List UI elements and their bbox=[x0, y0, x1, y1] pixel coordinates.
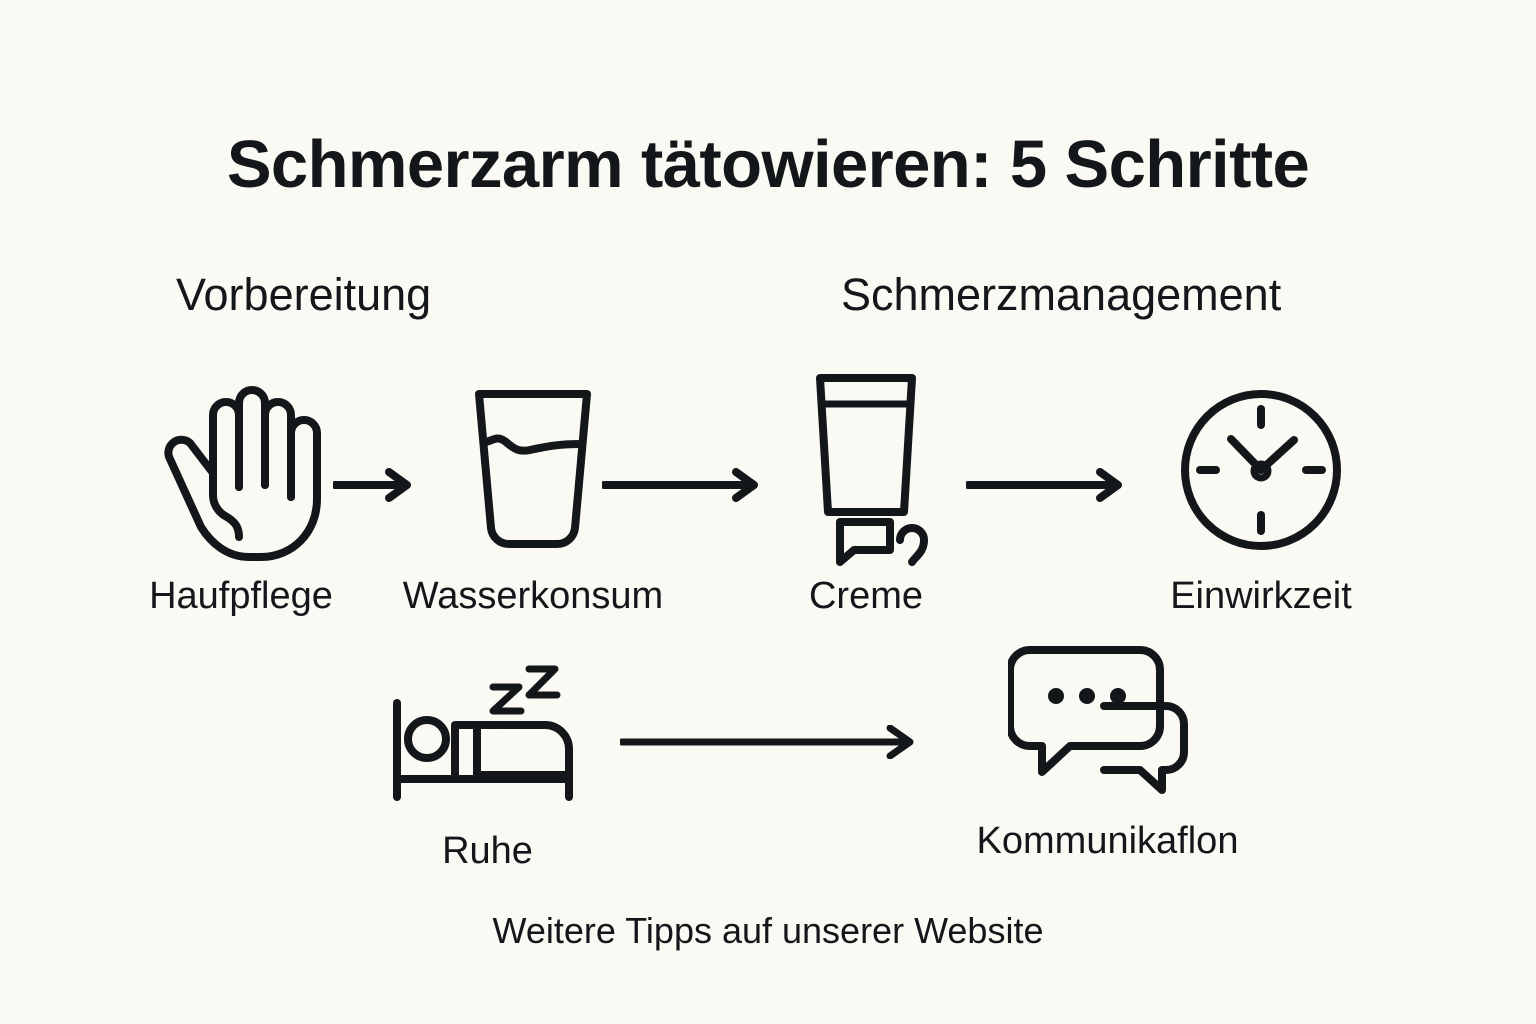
step-creme: Creme bbox=[760, 374, 972, 617]
step-label-ruhe: Ruhe bbox=[442, 830, 533, 872]
step-hautpflege: Haufpflege bbox=[135, 375, 347, 615]
bed-sleep-icon bbox=[380, 650, 595, 820]
hand-icon bbox=[135, 375, 347, 565]
arrow-icon-3 bbox=[966, 468, 1128, 502]
water-glass-icon bbox=[393, 375, 673, 565]
arrow-icon-2 bbox=[602, 468, 764, 502]
step-ruhe: Ruhe bbox=[380, 650, 595, 870]
step-label-creme: Creme bbox=[808, 575, 924, 617]
arrow-icon-4 bbox=[620, 725, 920, 759]
step-kommunikation: Kommunikaflon bbox=[945, 640, 1270, 860]
step-label-kommunikation: Kommunikaflon bbox=[976, 820, 1239, 862]
section-heading-vorbereitung: Vorbereitung bbox=[176, 269, 432, 320]
step-label-einwirkzeit: Einwirkzeit bbox=[1170, 575, 1352, 617]
section-heading-schmerzmanagement: Schmerzmanagement bbox=[841, 269, 1282, 320]
sleep-letters bbox=[489, 665, 560, 715]
footer-text: Weitere Tipps auf unserer Website bbox=[492, 910, 1044, 951]
speech-bubbles-icon bbox=[945, 640, 1270, 810]
cream-tube-icon bbox=[760, 374, 972, 566]
step-wasserkonsum: Wasserkonsum bbox=[393, 375, 673, 615]
step-label-hautpflege: Haufpflege bbox=[149, 575, 333, 617]
step-einwirkzeit: Einwirkzeit bbox=[1152, 375, 1370, 615]
step-label-wasserkonsum: Wasserkonsum bbox=[402, 575, 664, 617]
clock-icon bbox=[1152, 375, 1370, 565]
page-title: Schmerzarm tätowieren: 5 Schritte bbox=[226, 126, 1310, 202]
arrow-icon-1 bbox=[333, 468, 417, 502]
